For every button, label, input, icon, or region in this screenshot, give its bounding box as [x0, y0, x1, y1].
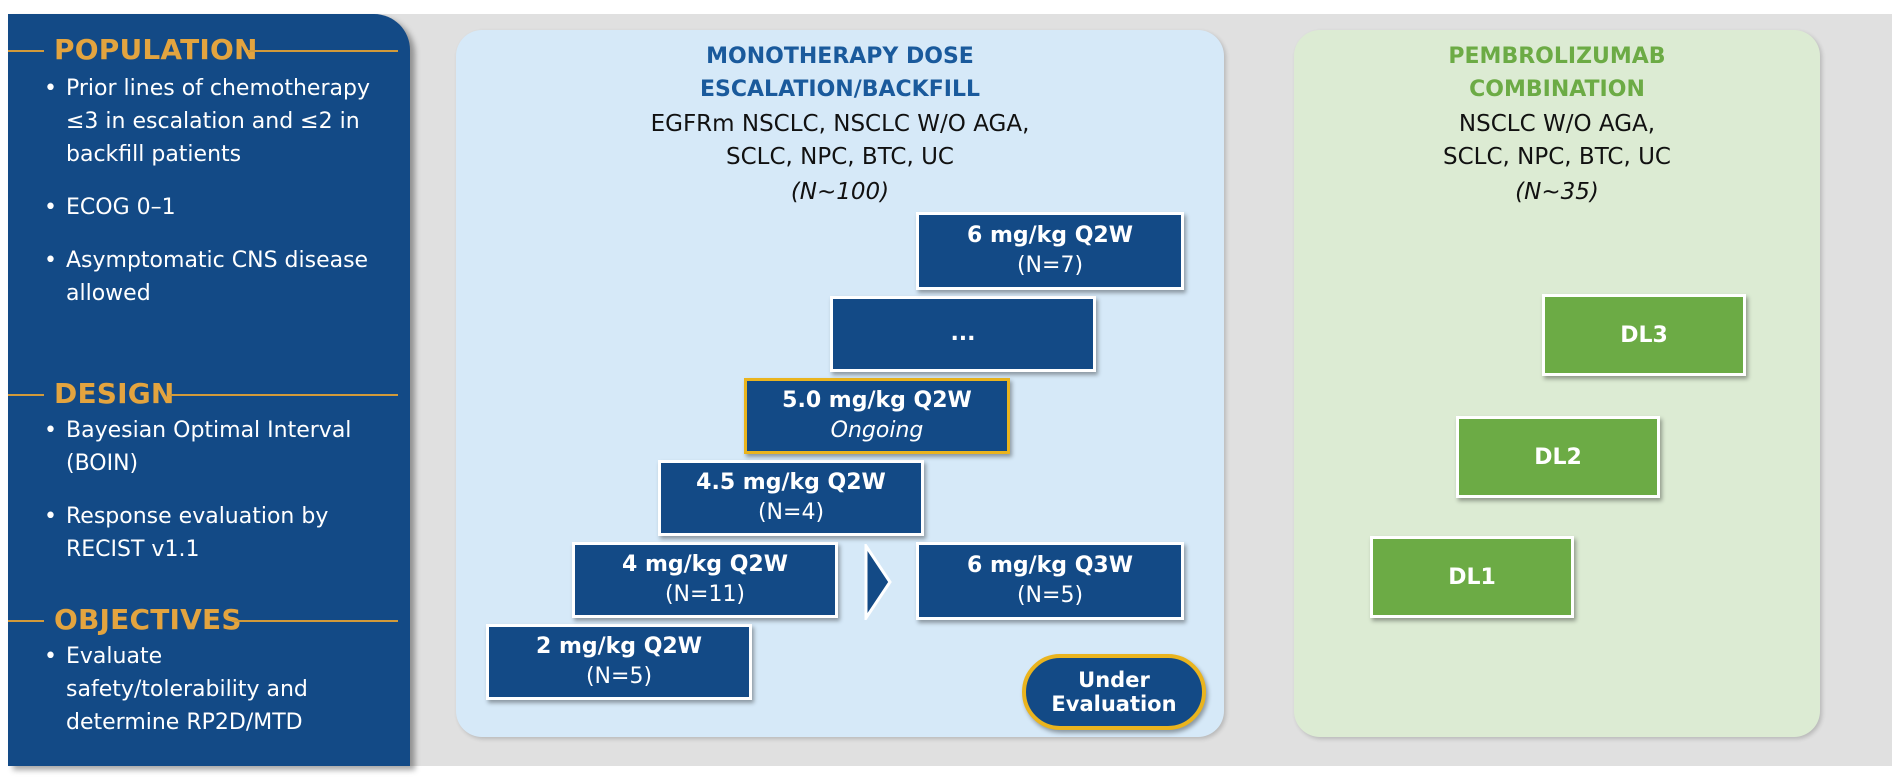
- dose-detail: (N=5): [1016, 583, 1084, 608]
- dose-detail: (N=4): [757, 500, 825, 525]
- under-evaluation-badge: Under Evaluation: [1022, 654, 1206, 730]
- combination-title-line1: PEMBROLIZUMAB: [1448, 44, 1666, 69]
- design-bullet: Response evaluation by RECIST v1.1: [40, 500, 390, 566]
- dose-detail: Ongoing: [830, 418, 924, 443]
- dose-label: 2 mg/kg Q2W: [536, 634, 702, 659]
- dose-label: ...: [950, 321, 976, 346]
- population-title: POPULATION: [54, 33, 258, 66]
- monotherapy-population-line1: EGFRm NSCLC, NSCLC W/O AGA,: [650, 111, 1030, 137]
- objectives-bullet: Evaluate safety/tolerability and determi…: [40, 640, 340, 739]
- design-rule-left: [8, 394, 44, 396]
- combination-title-line2: COMBINATION: [1469, 77, 1645, 102]
- objectives-rule-left: [8, 620, 44, 622]
- monotherapy-n: (N~100): [790, 179, 890, 205]
- dose-level-dl1: DL1: [1370, 536, 1574, 618]
- design-bullet: Bayesian Optimal Interval (BOIN): [40, 414, 390, 480]
- monotherapy-population-line2: SCLC, NPC, BTC, UC: [726, 144, 954, 170]
- combination-population-line2: SCLC, NPC, BTC, UC: [1443, 144, 1671, 170]
- combination-panel: PEMBROLIZUMAB COMBINATION NSCLC W/O AGA,…: [1294, 30, 1820, 737]
- population-list: Prior lines of chemotherapy ≤3 in escala…: [40, 72, 390, 330]
- dose-label: 6 mg/kg Q2W: [967, 223, 1133, 248]
- design-rule-right: [170, 394, 398, 396]
- population-bullet: ECOG 0–1: [40, 191, 390, 224]
- design-header: DESIGN: [8, 374, 398, 414]
- under-evaluation-line2: Evaluation: [1051, 692, 1177, 716]
- dose-box-ellipsis: ...: [830, 296, 1096, 372]
- population-bullet: Asymptomatic CNS disease allowed: [40, 244, 390, 310]
- objectives-title: OBJECTIVES: [54, 603, 242, 636]
- combination-population-line1: NSCLC W/O AGA,: [1458, 111, 1656, 137]
- dose-detail: (N=5): [585, 664, 653, 689]
- population-bullet: Prior lines of chemotherapy ≤3 in escala…: [40, 72, 390, 171]
- chevron-right-icon: [864, 544, 892, 620]
- objectives-rule-right: [232, 620, 398, 622]
- dose-label: 4 mg/kg Q2W: [622, 552, 788, 577]
- design-list: Bayesian Optimal Interval (BOIN) Respons…: [40, 414, 390, 586]
- dose-box-4mg-q2w: 4 mg/kg Q2W (N=11): [572, 542, 838, 618]
- objectives-header: OBJECTIVES: [8, 600, 398, 640]
- dose-label: 5.0 mg/kg Q2W: [782, 388, 972, 413]
- under-evaluation-line1: Under: [1078, 668, 1150, 692]
- combination-n: (N~35): [1515, 179, 1599, 205]
- dose-detail: (N=11): [664, 582, 746, 607]
- design-title: DESIGN: [54, 377, 175, 410]
- dose-box-6mg-q2w: 6 mg/kg Q2W (N=7): [916, 212, 1184, 290]
- monotherapy-title-line1: MONOTHERAPY DOSE: [706, 44, 974, 69]
- dose-label: 6 mg/kg Q3W: [967, 553, 1133, 578]
- dose-box-5mg-q2w-ongoing: 5.0 mg/kg Q2W Ongoing: [744, 378, 1010, 454]
- objectives-list: Evaluate safety/tolerability and determi…: [40, 640, 340, 759]
- dose-level-dl3: DL3: [1542, 294, 1746, 376]
- criteria-panel: POPULATION Prior lines of chemotherapy ≤…: [8, 14, 410, 766]
- population-header: POPULATION: [8, 30, 398, 70]
- dose-detail: (N=7): [1016, 253, 1084, 278]
- dose-box-6mg-q3w: 6 mg/kg Q3W (N=5): [916, 542, 1184, 620]
- population-rule-left: [8, 50, 44, 52]
- dose-label: 4.5 mg/kg Q2W: [696, 470, 886, 495]
- dose-level-dl2: DL2: [1456, 416, 1660, 498]
- dose-box-2mg-q2w: 2 mg/kg Q2W (N=5): [486, 624, 752, 700]
- population-rule-right: [248, 50, 398, 52]
- monotherapy-title-line2: ESCALATION/BACKFILL: [700, 77, 980, 102]
- dose-box-4-5mg-q2w: 4.5 mg/kg Q2W (N=4): [658, 460, 924, 536]
